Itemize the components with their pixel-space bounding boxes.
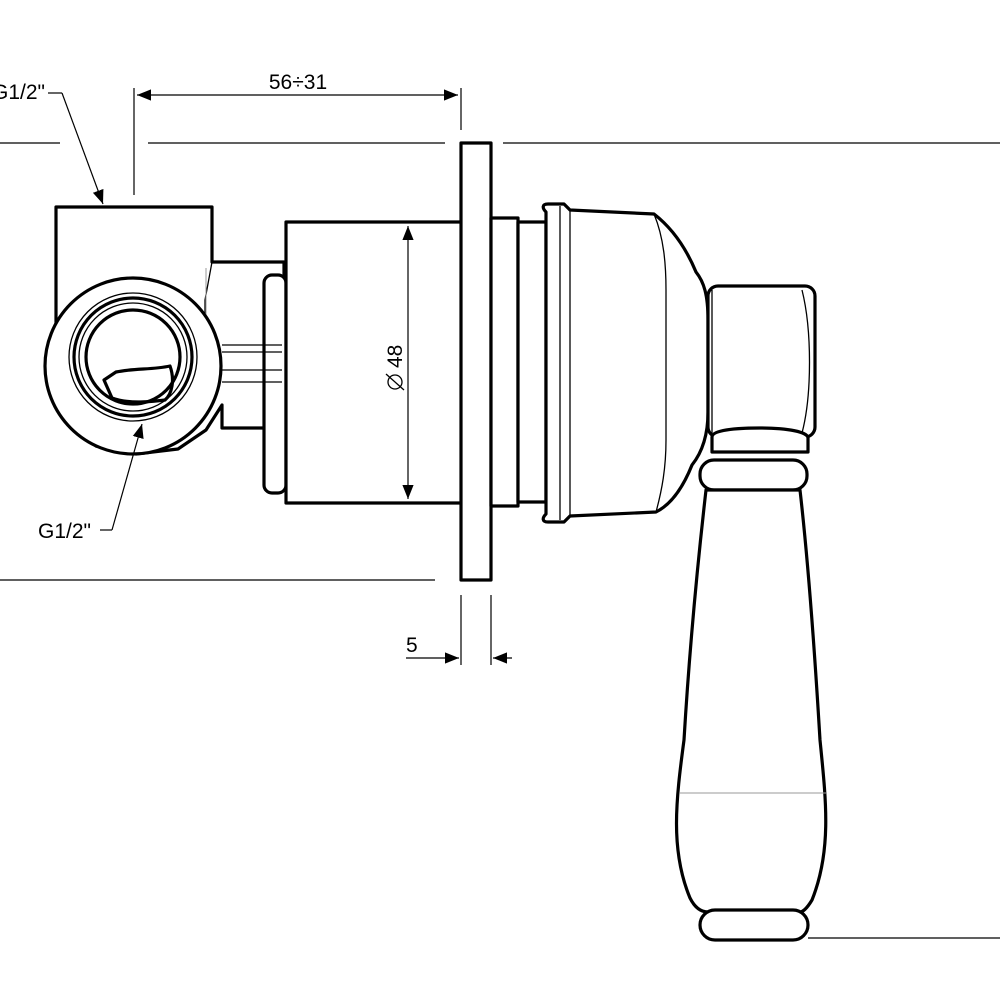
inlet-bore-detail: [102, 364, 175, 404]
mixer-body: [43, 205, 288, 495]
trim-ring-1: [489, 216, 520, 508]
dimension-depth: 56÷31: [133, 71, 462, 195]
valve-cylinder: [284, 220, 464, 505]
inlet-port: [43, 276, 223, 456]
lever-handle: [674, 284, 828, 942]
handle-stem: [706, 284, 817, 439]
leader-inlet-top: G1/2": [0, 81, 104, 205]
cylinder: [284, 220, 464, 505]
reference-lines: [0, 142, 1000, 939]
connector-stub: [262, 273, 288, 495]
cover-plate: [459, 141, 493, 582]
handle-collar: [698, 458, 809, 492]
escutcheon-bell: [541, 202, 710, 524]
depth-range-label: 56÷31: [269, 71, 327, 94]
leader-inlet-front: G1/2": [38, 423, 144, 543]
dimension-diameter: 48: [384, 226, 414, 499]
inlet-top-label: G1/2": [0, 81, 45, 104]
plate-thickness-label: 5: [406, 634, 418, 657]
trim-assembly: [489, 202, 710, 524]
diameter-icon: [385, 373, 405, 391]
handle-grip: [674, 488, 828, 914]
trim-ring-2: [516, 220, 548, 504]
handle-neck: [710, 426, 810, 454]
diameter-label: 48: [384, 345, 407, 368]
inlet-front-label: G1/2": [38, 520, 91, 543]
handle-end-cap: [698, 908, 810, 942]
dimension-plate: 5: [406, 595, 512, 665]
